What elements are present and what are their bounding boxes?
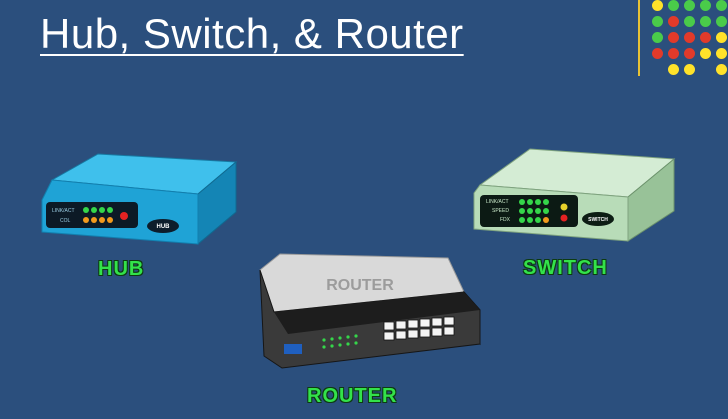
switch-device-illustration: LINK/ACT SPEED FDX SWITCH	[473, 148, 676, 242]
hub-label: HUB	[98, 258, 145, 280]
hub-tag-col: COL	[60, 218, 71, 224]
router-top-text: ROUTER	[326, 277, 394, 294]
accent-line	[638, 0, 640, 76]
slide-title: Hub, Switch, & Router	[40, 10, 464, 57]
hub-tag-link: LINK/ACT	[52, 208, 75, 214]
switch-tag-link: LINK/ACT	[486, 199, 509, 205]
hub-device-illustration: LINK/ACT COL HUB	[41, 153, 238, 246]
switch-tag-speed: SPEED	[492, 208, 509, 214]
switch-badge: SWITCH	[588, 217, 608, 223]
decorative-dot-grid	[652, 0, 728, 75]
hub-badge: HUB	[157, 224, 171, 230]
switch-tag-fdx: FDX	[500, 217, 511, 223]
router-label: ROUTER	[307, 385, 398, 407]
router-device-illustration: ROUTER	[259, 253, 481, 369]
switch-label: SWITCH	[523, 257, 608, 279]
